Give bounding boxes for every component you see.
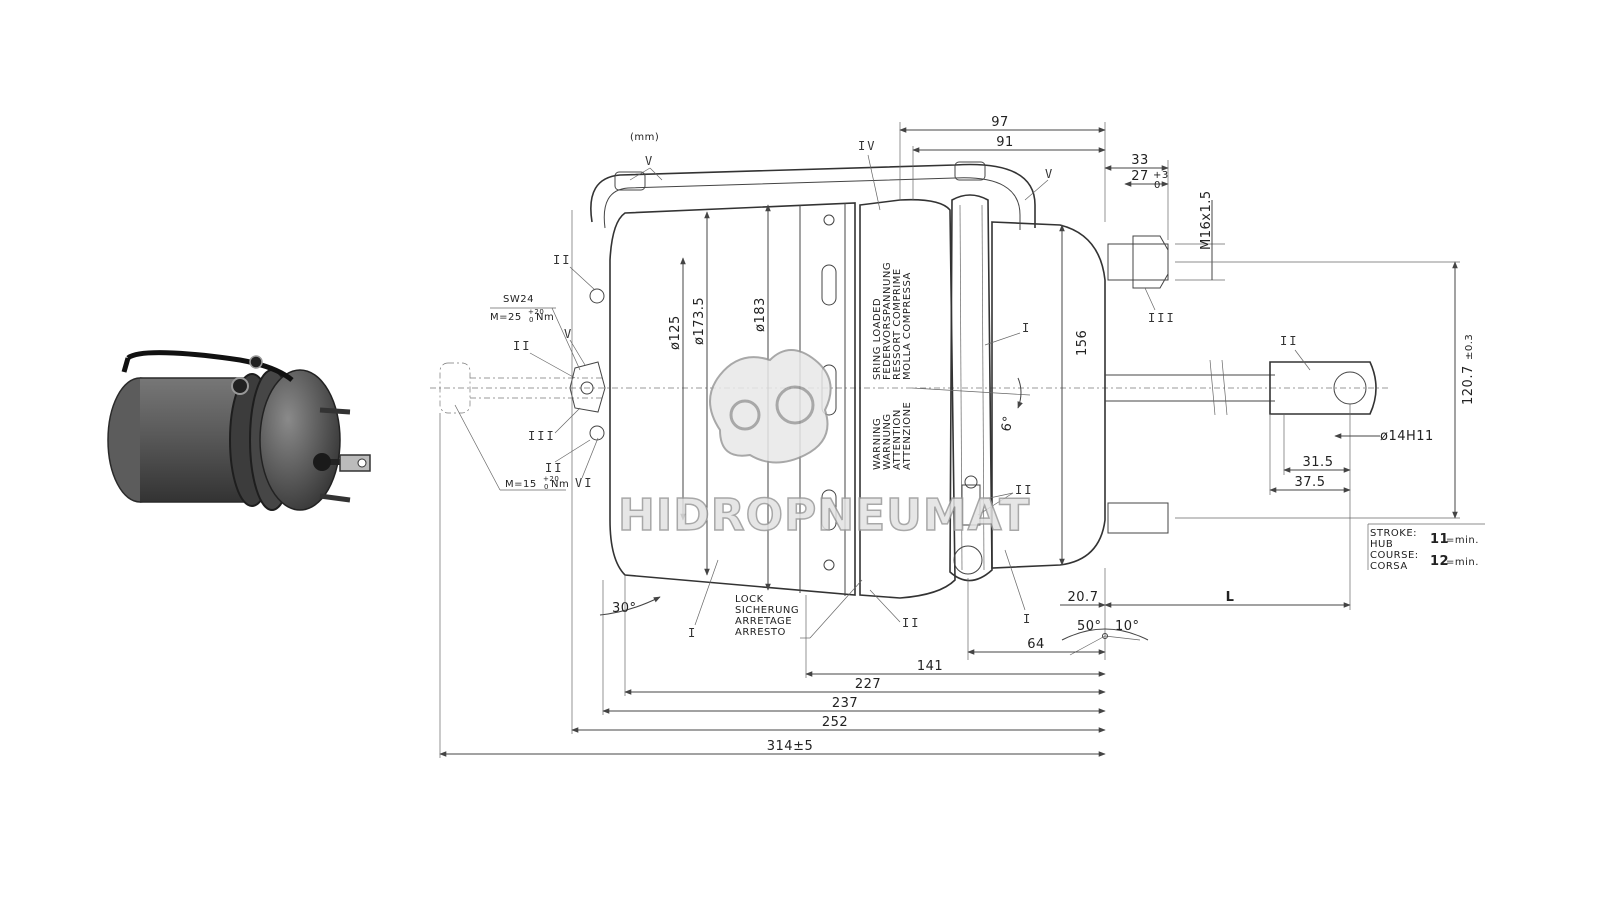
marker-vi: VI: [575, 476, 593, 490]
svg-text:ATTENTION: ATTENTION: [892, 409, 903, 470]
dim-37-5: 37.5: [1295, 475, 1326, 490]
marker-i-lower-right: I: [1023, 612, 1032, 626]
marker-ii-nut: II: [513, 339, 531, 353]
marker-ii-clevis: II: [1280, 334, 1298, 348]
svg-text:SRING LOADED: SRING LOADED: [872, 298, 883, 380]
dim-dia-183: ø183: [753, 297, 768, 332]
watermark-logo-icon: [709, 349, 832, 464]
svg-text:MOLLA COMPRESSA: MOLLA COMPRESSA: [902, 272, 913, 380]
dim-angle-30: 30°: [612, 601, 637, 616]
dim-33: 33: [1131, 153, 1149, 168]
stroke-label: STROKE:: [1370, 528, 1417, 539]
dim-252: 252: [822, 715, 848, 730]
torque-lower-unit: Nm: [551, 479, 569, 490]
hub-suffix: =min.: [1446, 535, 1479, 546]
torque-upper-tol: +20: [528, 308, 544, 316]
svg-text:WARNUNG: WARNUNG: [882, 413, 893, 470]
hub-value: 11: [1430, 532, 1449, 547]
marker-v-top: V: [645, 154, 654, 168]
dim-angle-6: 6°: [999, 415, 1017, 433]
torque-sw24: SW24: [503, 294, 534, 305]
svg-text:WARNING: WARNING: [872, 418, 883, 470]
dim-227: 227: [855, 677, 881, 692]
dim-27-tol-lower: 0: [1154, 180, 1161, 191]
dim-237: 237: [832, 696, 858, 711]
svg-text:LOCK: LOCK: [735, 594, 764, 605]
dim-thread-m16: M16x1.5: [1199, 190, 1214, 250]
lock-label: LOCK SICHERUNG ARRETAGE ARRESTO: [735, 579, 863, 639]
svg-text:RESSORT COMPRIME: RESSORT COMPRIME: [892, 268, 903, 380]
corsa-label: CORSA: [1370, 561, 1408, 572]
svg-text:ARRESTO: ARRESTO: [735, 627, 786, 638]
torque-lower-tol-lower: 0: [544, 483, 549, 491]
torque-upper: M=25: [490, 312, 522, 323]
marker-v-nut: V: [564, 327, 573, 341]
main-drawing: 97 91 33 27 +3 0 M16x1.5 ø125 ø173.5 ø18…: [430, 115, 1485, 758]
dim-dia-14h11: ø14H11: [1380, 429, 1434, 444]
dim-angle-50: 50°: [1077, 619, 1102, 634]
torque-upper-unit: Nm: [536, 312, 554, 323]
hub-label: HUB: [1370, 539, 1393, 550]
product-photo: [107, 350, 371, 511]
dim-120-7: 120.7: [1461, 365, 1476, 405]
dim-27: 27: [1131, 169, 1149, 184]
marker-ii-bolt: II: [1015, 483, 1033, 497]
dim-dia-125: ø125: [668, 315, 683, 350]
dim-L: L: [1226, 590, 1235, 605]
marker-iii-left: III: [528, 429, 556, 443]
svg-text:ARRETAGE: ARRETAGE: [735, 616, 792, 627]
dim-64: 64: [1027, 637, 1045, 652]
svg-text:SICHERUNG: SICHERUNG: [735, 605, 799, 616]
course-label: COURSE:: [1370, 550, 1419, 561]
marker-i-lower-left: I: [688, 626, 697, 640]
dim-20-7: 20.7: [1068, 590, 1099, 605]
watermark-text: HIDROPNEUMAT: [618, 490, 1030, 541]
svg-text:ATTENZIONE: ATTENZIONE: [902, 402, 913, 470]
dim-angle-10: 10°: [1115, 619, 1140, 634]
warning-label: WARNING WARNUNG ATTENTION ATTENZIONE: [872, 402, 913, 470]
marker-ii-bottom: II: [902, 616, 920, 630]
torque-lower: M=15: [505, 479, 537, 490]
marker-iii-right: III: [1148, 311, 1176, 325]
corsa-suffix: =min.: [1446, 557, 1479, 568]
svg-text:FEDERVORSPANNUNG: FEDERVORSPANNUNG: [882, 262, 893, 380]
marker-iv: IV: [858, 139, 876, 153]
units-note: (mm): [630, 132, 659, 143]
dim-31-5: 31.5: [1303, 455, 1334, 470]
spring-loaded-label: SRING LOADED FEDERVORSPANNUNG RESSORT CO…: [872, 262, 913, 380]
watermark: HIDROPNEUMAT: [617, 349, 1030, 542]
corsa-value: 12: [1430, 554, 1449, 569]
dim-156: 156: [1075, 330, 1090, 356]
marker-ii-lower: II: [545, 461, 563, 475]
dim-141: 141: [917, 659, 943, 674]
dim-91: 91: [996, 135, 1014, 150]
torque-lower-tol: +20: [543, 475, 559, 483]
dim-dia-173-5: ø173.5: [692, 297, 707, 345]
dim-120-7-tol: ±0.3: [1464, 334, 1475, 360]
marker-v-right: V: [1045, 167, 1054, 181]
dim-314: 314±5: [767, 739, 813, 754]
dim-27-tol-upper: +3: [1153, 170, 1169, 181]
marker-ii-upper: II: [553, 253, 571, 267]
dim-97: 97: [991, 115, 1009, 130]
torque-upper-tol-lower: 0: [529, 316, 534, 324]
marker-i-upper: I: [1022, 321, 1031, 335]
